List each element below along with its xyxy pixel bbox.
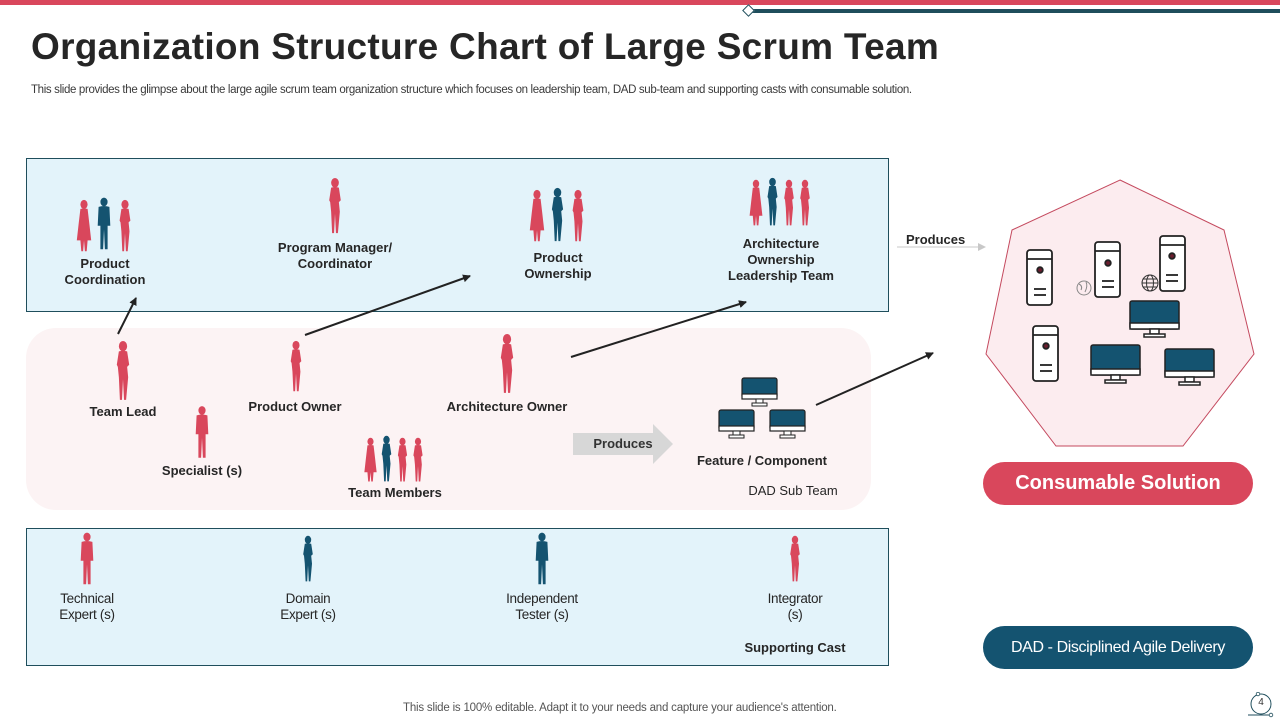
role-label-line1: Independent — [506, 591, 578, 606]
role-architecture-owner: Architecture Owner — [446, 399, 568, 414]
monitor-icon — [1164, 348, 1215, 386]
independent-tester-person-icon — [533, 532, 551, 586]
produces-arrow: Produces — [573, 423, 675, 465]
role-team-members: Team Members — [348, 485, 442, 500]
top-teal-bar — [752, 9, 1280, 13]
consumable-solution-badge: Consumable Solution — [983, 462, 1253, 505]
server-icon — [1159, 235, 1186, 292]
monitor-icon — [1129, 300, 1180, 338]
server-icon — [1032, 325, 1059, 382]
architecture-owner-person-icon — [496, 333, 518, 395]
computer-monitors-icon — [718, 377, 806, 439]
slide-subtitle: This slide provides the glimpse about th… — [31, 84, 912, 96]
globe-icon — [1141, 274, 1159, 292]
role-label-line3: Leadership Team — [728, 268, 834, 283]
team-members-group-icon — [362, 435, 428, 483]
role-label-line2: Expert (s) — [280, 607, 336, 622]
slide-title: Organization Structure Chart of Large Sc… — [31, 26, 940, 67]
role-label-line2: Ownership — [747, 252, 815, 267]
role-label-line2: Coordination — [64, 272, 146, 287]
program-manager-person-icon — [325, 177, 345, 235]
page-number: 4 — [1248, 691, 1274, 718]
architecture-ownership-group-icon — [747, 177, 815, 227]
dad-definition-badge: DAD - Disciplined Agile Delivery — [983, 626, 1253, 669]
footer-note: This slide is 100% editable. Adapt it to… — [403, 702, 837, 714]
domain-expert-person-icon — [300, 532, 316, 586]
role-product-owner: Product Owner — [248, 399, 342, 414]
role-architecture-ownership-leadership-team: Architecture Ownership Leadership Team — [728, 236, 834, 284]
role-label-line2: Coordinator — [297, 256, 373, 271]
consumable-solution-heptagon — [985, 179, 1255, 447]
technical-expert-person-icon — [78, 532, 96, 586]
role-team-lead: Team Lead — [89, 404, 157, 419]
role-label-line1: Domain — [285, 591, 331, 606]
integrator-person-icon — [787, 532, 803, 586]
role-label-line1: Product — [80, 256, 130, 271]
role-product-ownership: Product Ownership — [524, 250, 591, 282]
role-technical-expert: Technical Expert (s) — [59, 591, 115, 623]
monitor-icon — [1090, 344, 1141, 384]
diamond-ornament-icon — [742, 4, 755, 17]
product-ownership-group-icon — [527, 187, 589, 243]
page-number-ring-icon — [1248, 691, 1274, 718]
product-owner-person-icon — [287, 340, 305, 393]
role-label-line1: Architecture — [742, 236, 820, 251]
supporting-cast-panel — [26, 528, 889, 666]
role-product-coordination: Product Coordination — [65, 256, 146, 288]
server-icon — [1026, 249, 1053, 306]
role-label-line2: Ownership — [524, 266, 592, 281]
page-number-text: 4 — [1258, 697, 1264, 708]
role-integrator: Integrator (s) — [768, 591, 823, 623]
produces-label: Produces — [593, 436, 653, 451]
role-label-line1: Program Manager/ — [277, 240, 393, 255]
supporting-cast-label: Supporting Cast — [744, 640, 846, 655]
product-coordination-group-icon — [74, 197, 136, 253]
server-icon — [1094, 241, 1121, 298]
role-label-line1: Technical — [60, 591, 114, 606]
dad-sub-team-label: DAD Sub Team — [748, 483, 838, 498]
role-label-line2: Expert (s) — [59, 607, 115, 622]
role-independent-tester: Independent Tester (s) — [506, 591, 578, 623]
top-accent-bar — [0, 0, 1280, 5]
globe-icon — [1076, 280, 1092, 296]
produces-solution-label: Produces — [906, 232, 966, 247]
role-domain-expert: Domain Expert (s) — [280, 591, 336, 623]
role-specialist: Specialist (s) — [161, 463, 243, 478]
team-lead-person-icon — [112, 340, 134, 402]
role-program-manager: Program Manager/ Coordinator — [278, 240, 392, 272]
role-label-line2: (s) — [787, 607, 803, 622]
role-label-line1: Integrator — [767, 591, 823, 606]
role-label-line1: Product — [533, 250, 583, 265]
role-label-line2: Tester (s) — [515, 607, 569, 622]
feature-component-label: Feature / Component — [696, 453, 828, 468]
specialist-person-icon — [193, 405, 211, 460]
